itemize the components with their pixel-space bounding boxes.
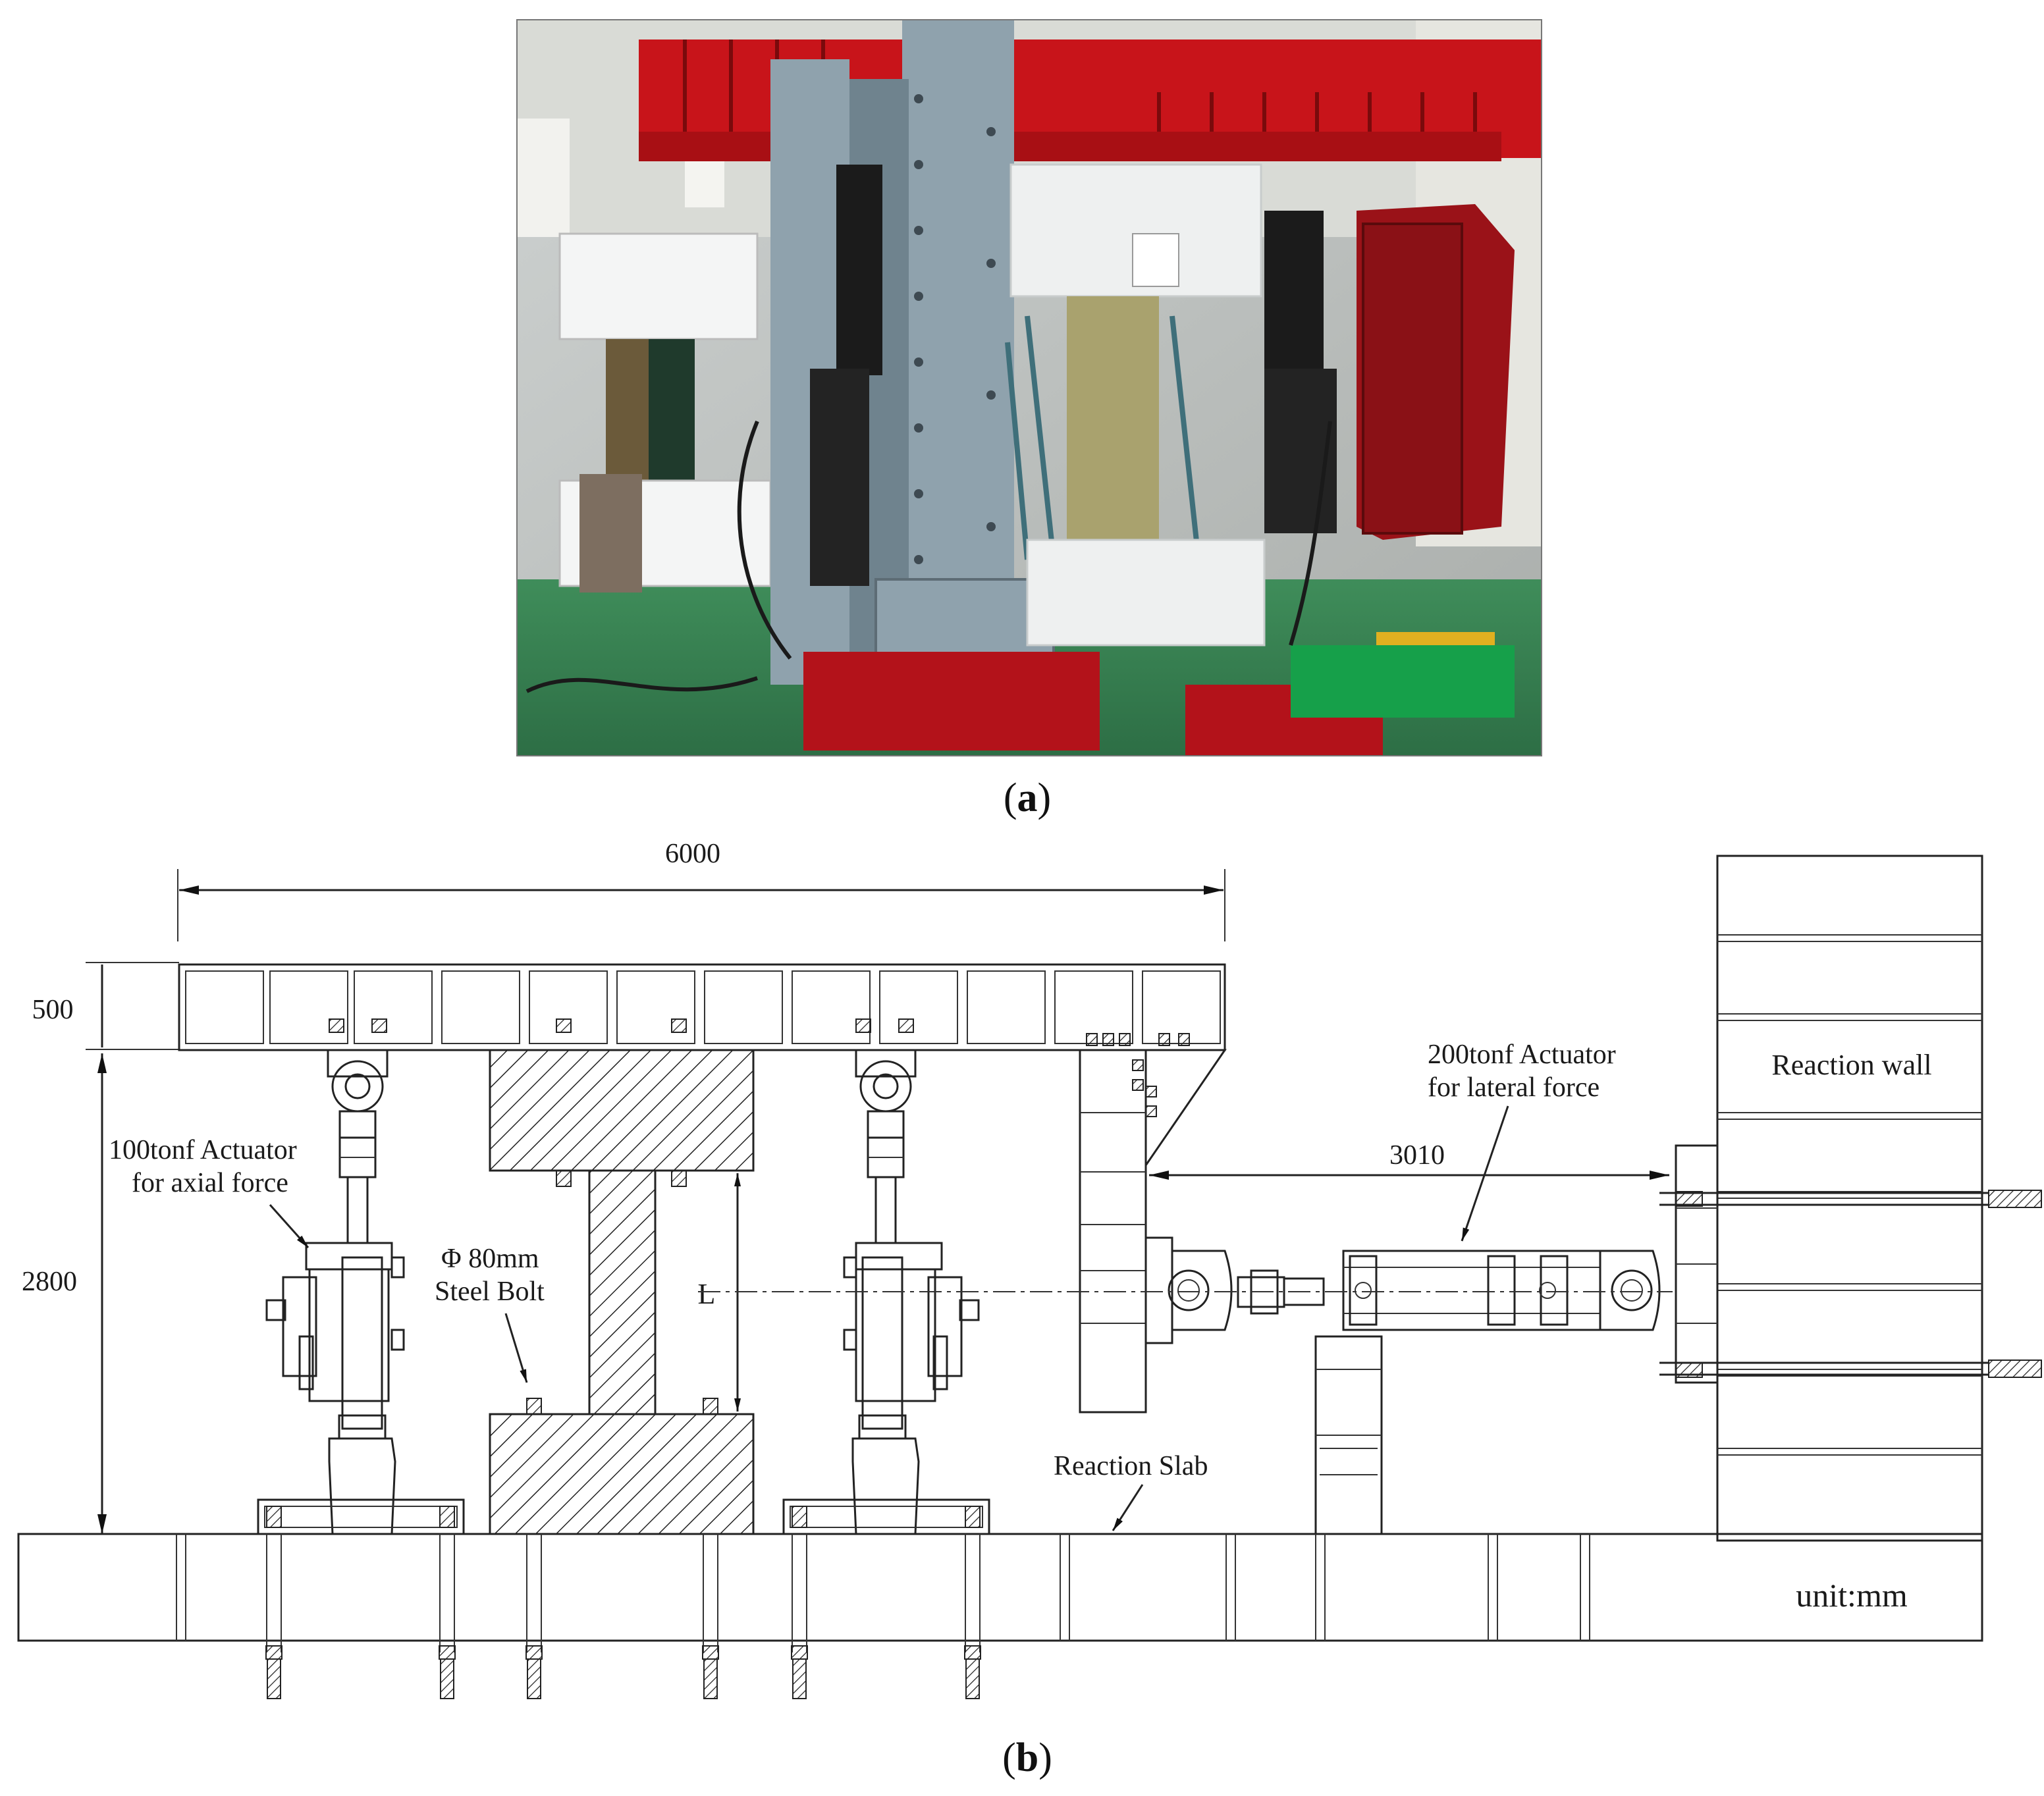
photo-axial-actuator-left	[836, 165, 882, 375]
unit-label: unit:mm	[1796, 1577, 1908, 1614]
reaction-slab-leader	[1112, 1484, 1144, 1531]
annotations: 100tonf Actuator for axial force Φ 80mm …	[109, 1040, 1616, 1531]
axial-actuator-label-line1: 100tonf Actuator	[109, 1135, 297, 1165]
dim-6000-label: 6000	[665, 839, 720, 869]
specimen: L	[489, 1049, 755, 1535]
anchor-rods	[265, 1534, 981, 1699]
dimension-6000: 6000	[177, 839, 1225, 941]
specimen-column	[588, 1169, 657, 1415]
dimension-2800: 2800	[22, 1053, 107, 1534]
lateral-actuator-leader	[1461, 1105, 1509, 1242]
bolt-label-line2: Steel Bolt	[435, 1277, 545, 1307]
photo-bottom-block	[1026, 539, 1266, 647]
drawing-panel: 6000 500 2800	[17, 839, 2042, 1699]
lateral-actuator	[698, 1236, 1673, 1535]
reaction-slab-label: Reaction Slab	[1054, 1451, 1208, 1481]
dimension-500: 500	[32, 962, 179, 1050]
reaction-wall: Reaction wall	[1659, 855, 2042, 1542]
axial-actuator-leader	[269, 1204, 309, 1248]
axial-actuator-right	[782, 1049, 990, 1535]
specimen-bottom-stub	[489, 1413, 755, 1535]
photo-green-box	[1291, 645, 1515, 718]
dimension-3010: 3010	[1149, 1140, 1669, 1180]
steel-bolts	[526, 1170, 718, 1415]
axial-actuator-left	[257, 1049, 465, 1535]
dim-500-label: 500	[32, 995, 74, 1025]
dim-2800-label: 2800	[22, 1267, 77, 1297]
bolt-label-line1: Φ 80mm	[441, 1244, 539, 1274]
axial-actuator-label-line2: for axial force	[132, 1168, 288, 1198]
dim-3010-label: 3010	[1389, 1140, 1445, 1171]
lateral-actuator-label-line2: for lateral force	[1428, 1072, 1600, 1103]
lateral-actuator-label-line1: 200tonf Actuator	[1428, 1040, 1616, 1070]
caption-b: (b)	[1002, 1735, 1052, 1780]
caption-a: (a)	[1004, 776, 1051, 820]
reaction-slab: unit:mm	[17, 1533, 1983, 1699]
reaction-column	[1079, 1049, 1147, 1413]
photo-specimen-column	[1067, 296, 1159, 546]
bolt-leader	[504, 1313, 528, 1383]
photo-panel	[516, 19, 1542, 756]
dim-L-label: L	[698, 1278, 716, 1310]
specimen-top-stub	[489, 1049, 755, 1172]
photo-steel-column	[902, 20, 1014, 678]
reaction-wall-label: Reaction wall	[1771, 1049, 1931, 1081]
photo-axial-actuator-right	[1264, 211, 1324, 375]
